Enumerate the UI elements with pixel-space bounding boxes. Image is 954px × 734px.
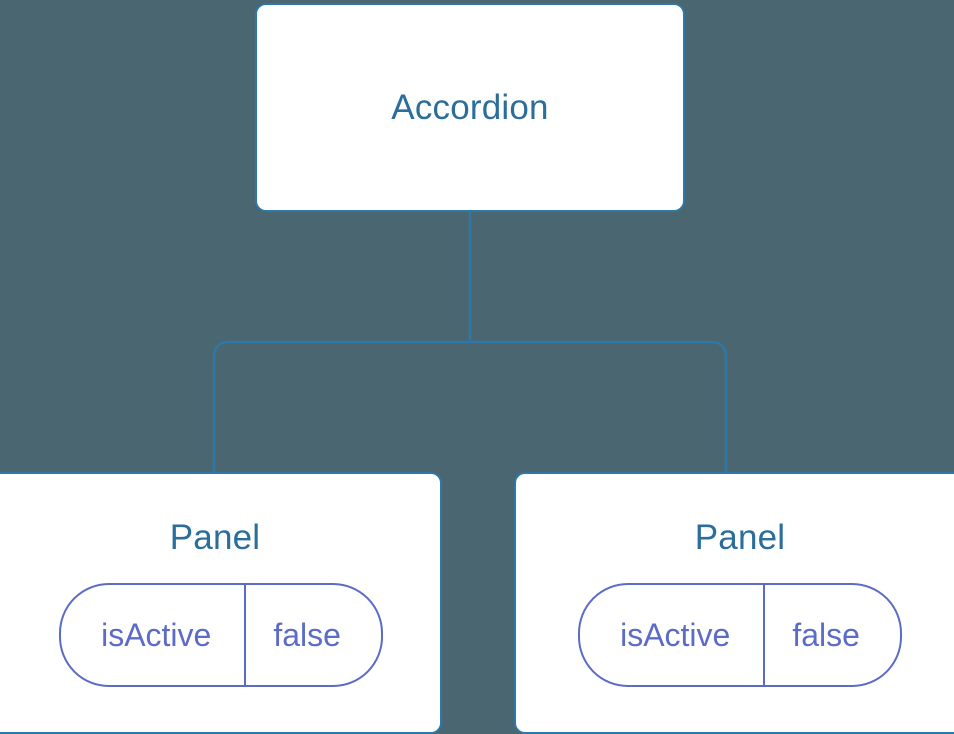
state-key-panel-2: isActive: [620, 617, 731, 653]
node-panel-1-label: Panel: [169, 518, 261, 557]
state-value-panel-1: false: [244, 585, 381, 685]
state-value-panel-2: false: [763, 585, 900, 685]
node-panel-2[interactable]: Panel isActive false: [514, 472, 954, 734]
node-accordion[interactable]: Accordion: [255, 3, 685, 212]
edge-root-to-panel-2: [470, 340, 728, 474]
node-panel-1[interactable]: Panel isActive false: [0, 472, 442, 734]
state-key-panel-1: isActive: [101, 617, 212, 653]
state-pill-panel-2[interactable]: isActive false: [578, 583, 902, 687]
edge-root-to-panel-1: [212, 340, 470, 474]
node-accordion-label: Accordion: [391, 88, 549, 127]
node-panel-2-label: Panel: [694, 518, 786, 557]
state-pill-panel-1[interactable]: isActive false: [59, 583, 383, 687]
